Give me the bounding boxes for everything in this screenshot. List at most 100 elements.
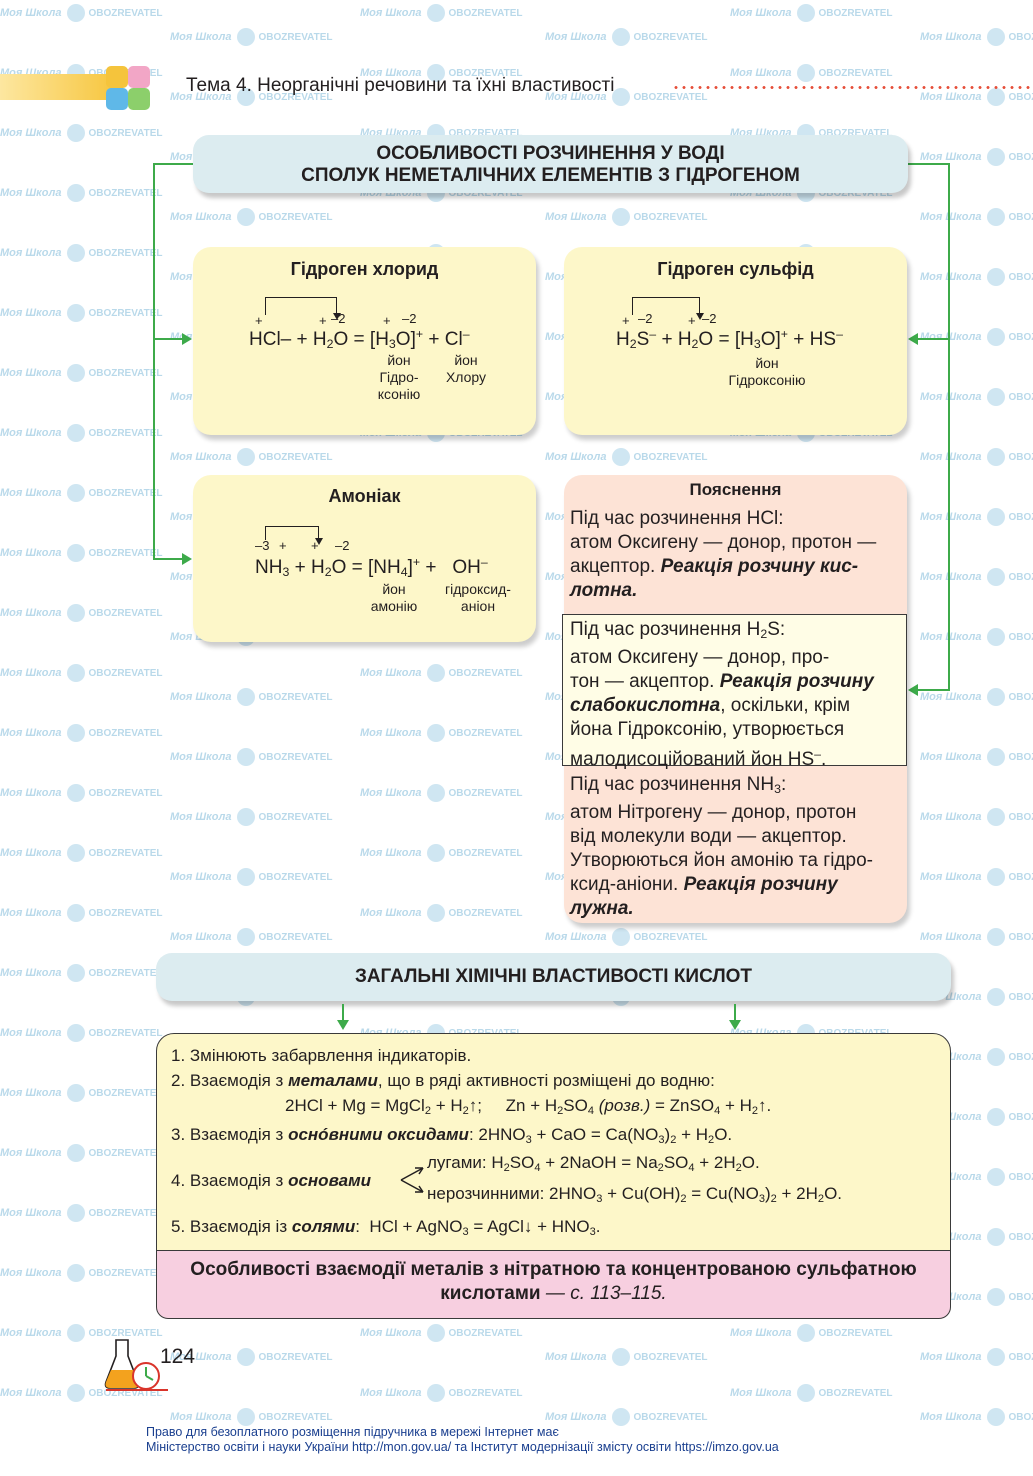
oxidation-state: –2: [402, 311, 417, 326]
arrow-down-icon: [315, 538, 323, 545]
card-heading: Пояснення: [689, 480, 782, 499]
property-5: 5. Взаємодія із солями: HCl + AgNO3 = Ag…: [171, 1217, 601, 1238]
card-heading: Амоніак: [328, 486, 401, 506]
card-heading: Гідроген сульфід: [657, 259, 814, 279]
arrow-right-icon: [182, 333, 192, 345]
oxidation-state: +: [279, 538, 287, 553]
section-title-acid-properties: ЗАГАЛЬНІ ХІМІЧНІ ВЛАСТИВОСТІ КИСЛОТ: [156, 953, 951, 1001]
arrow-left-icon: [908, 684, 918, 696]
oxidation-state: +: [255, 313, 263, 328]
connector-line: [153, 163, 193, 165]
property-2: 2. Взаємодія з металами, що в ряді актив…: [171, 1071, 715, 1090]
explain-nh3: Під час розчинення NH3:атом Нітрогену — …: [570, 774, 873, 919]
oxidation-state: –3: [255, 538, 270, 553]
card-heading: Гідроген хлорид: [290, 259, 439, 279]
footer-line: Право для безоплатного розміщення підруч…: [146, 1425, 559, 1439]
electron-transfer-bracket: [632, 297, 700, 315]
arrow-down-icon: [333, 313, 341, 320]
connector-line: [153, 558, 183, 560]
fork-arrows-icon: [400, 1167, 424, 1193]
section-title-solubility: ОСОБЛИВОСТІ РОЗЧИНЕННЯ У ВОДІ СПОЛУК НЕМ…: [193, 135, 908, 193]
connector-line: [153, 338, 183, 340]
formula-hcl: HCl– + H2O = [H3O]+ + Cl–: [249, 327, 470, 351]
explain-hcl: Під час розчинення HCl:атом Оксигену — д…: [570, 508, 877, 601]
card-ammonia: Амоніак –3 + + –2 NH3 + H2O = [NH4]+ + O…: [193, 475, 536, 642]
property-3: 3. Взаємодія з оснóвними оксидами: 2HNO3…: [171, 1125, 733, 1146]
property-2-equations: 2HCl + Mg = MgCl2 + H2↑; Zn + H2SO4 (роз…: [285, 1096, 772, 1117]
explain-h2s: Під час розчинення H2S:атом Оксигену — д…: [570, 619, 874, 770]
oxidation-state: +: [319, 313, 327, 328]
section-title-line: ОСОБЛИВОСТІ РОЗЧИНЕННЯ У ВОДІ: [376, 143, 725, 164]
arrow-down-icon: [729, 1020, 741, 1030]
oxidation-state: –2: [702, 311, 717, 326]
connector-line: [734, 1004, 736, 1021]
property-4a: лугами: H2SO4 + 2NaOH = Na2SO4 + 2H2O.: [427, 1153, 760, 1174]
connector-line: [342, 1004, 344, 1021]
section-title-line: СПОЛУК НЕМЕТАЛІЧНИХ ЕЛЕМЕНТІВ З ГІДРОГЕН…: [301, 165, 800, 186]
property-4: 4. Взаємодія з основами: [171, 1171, 372, 1190]
property-1: 1. Змінюють забарвлення індикаторів.: [171, 1046, 472, 1065]
arrow-down-icon: [696, 313, 704, 320]
oxidation-state: +: [622, 313, 630, 328]
oxidation-state: +: [688, 313, 696, 328]
electron-transfer-bracket: [265, 297, 337, 315]
explain-h2s-frame: Під час розчинення H2S:атом Оксигену — д…: [562, 614, 907, 770]
oxidation-state: +: [383, 313, 391, 328]
connector-line: [948, 163, 950, 691]
electron-transfer-bracket: [265, 526, 319, 540]
page-number: 124: [160, 1345, 196, 1368]
note-metals-reference: Особливості взаємодії металів з нітратно…: [156, 1250, 951, 1319]
header-dotted-line: [672, 86, 1030, 89]
label-hydroxide: гідроксид-аніон: [445, 581, 511, 614]
oxidation-state: –2: [331, 311, 346, 326]
connector-line: [918, 689, 950, 691]
puzzle-icon: [100, 62, 156, 114]
arrow-down-icon: [337, 1020, 349, 1030]
connector-line: [918, 338, 950, 340]
formula-nh3: NH3 + H2O = [NH4]+ + OH–: [255, 555, 488, 579]
